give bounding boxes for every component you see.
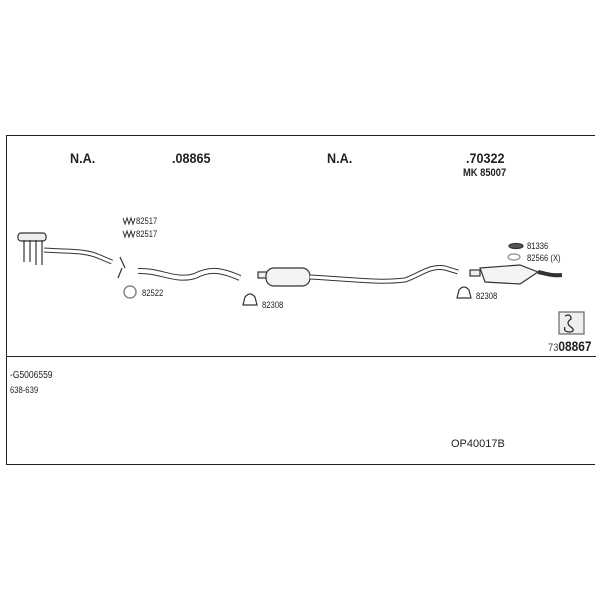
divider [6, 356, 596, 357]
hanger-icon [508, 242, 524, 250]
diagram-frame [6, 135, 595, 465]
kit-number: 7308867 [548, 338, 592, 356]
column-sublabel-4: MK 85007 [463, 167, 507, 179]
column-label-4: .70322 [466, 150, 505, 166]
part-bracket: 82566 (X) [527, 253, 561, 263]
kit-icon [558, 311, 585, 335]
middle-pipe [137, 267, 242, 281]
column-label-1: N.A. [70, 150, 96, 166]
part-spring-2: 82517 [136, 229, 158, 239]
spring-icon [122, 216, 136, 239]
clamp-icon [242, 293, 258, 306]
part-spring-1: 82517 [136, 216, 158, 226]
note-line-2: 638-639 [10, 385, 39, 395]
diagram-code: OP40017B [451, 438, 505, 450]
part-clamp-1: 82308 [262, 300, 284, 310]
column-label-2: .08865 [172, 150, 211, 166]
front-pipe [17, 232, 126, 279]
part-ring: 82522 [142, 288, 164, 298]
part-hanger: 81336 [527, 241, 549, 251]
bracket-icon [507, 253, 521, 261]
ring-icon [123, 285, 137, 299]
column-label-3: N.A. [327, 150, 353, 166]
kit-prefix: 73 [548, 342, 559, 354]
note-line-1: -G5006559 [10, 370, 53, 381]
kit-code: 08867 [558, 338, 592, 354]
part-clamp-2: 82308 [476, 291, 498, 301]
center-muffler [257, 264, 459, 287]
clamp-icon [456, 286, 472, 299]
rear-muffler [469, 264, 563, 285]
